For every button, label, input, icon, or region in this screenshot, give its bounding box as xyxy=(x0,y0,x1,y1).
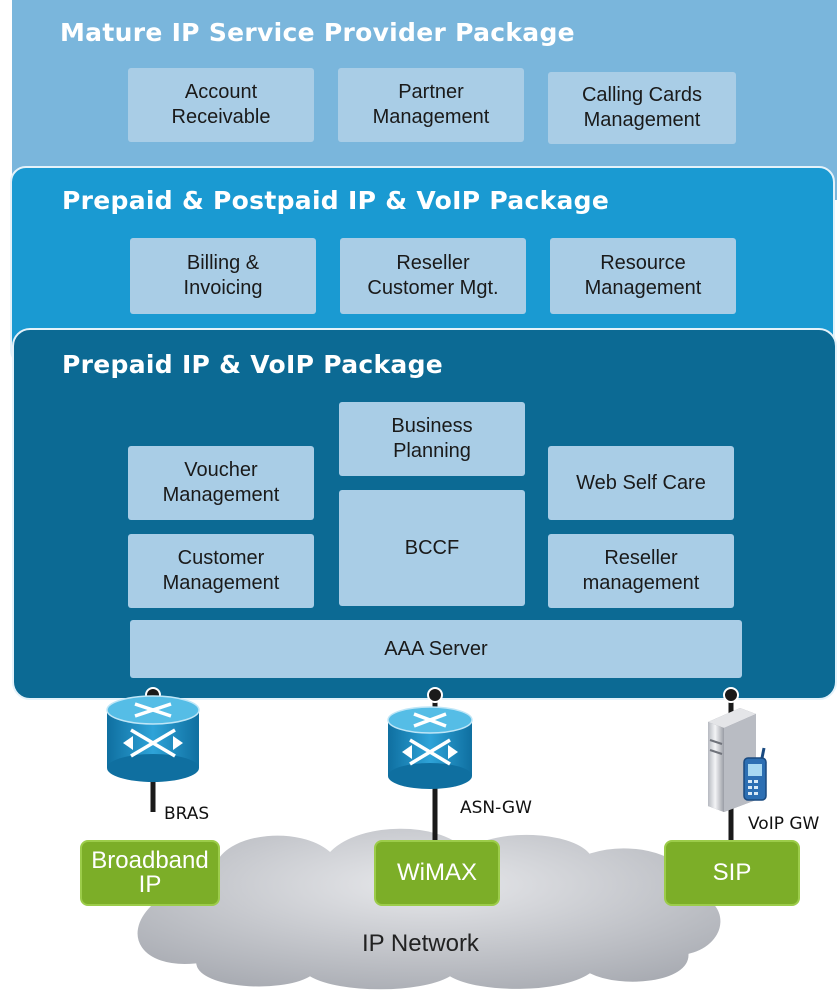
customer-management-module: Customer Management xyxy=(128,534,314,608)
sip-box: SIP xyxy=(664,840,800,906)
reseller-management-module: Reseller management xyxy=(548,534,734,608)
resource-management-module: Resource Management xyxy=(550,238,736,314)
mature-package-title: Mature IP Service Provider Package xyxy=(60,18,575,47)
aaa-server-module: AAA Server xyxy=(130,620,742,678)
postpaid-package-title: Prepaid & Postpaid IP & VoIP Package xyxy=(62,186,610,215)
broadband-ip-box: Broadband IP xyxy=(80,840,220,906)
server-phone-icon xyxy=(708,708,767,812)
prepaid-package-layer: Prepaid IP & VoIP Package Voucher Manage… xyxy=(12,328,837,700)
reseller-customer-module: Reseller Customer Mgt. xyxy=(340,238,526,314)
connection-lines xyxy=(150,692,734,845)
prepaid-package-title: Prepaid IP & VoIP Package xyxy=(62,350,444,379)
voip-gw-label: VoIP GW xyxy=(748,814,820,834)
asn-gw-label: ASN-GW xyxy=(460,798,532,818)
bccf-module: BCCF xyxy=(339,490,525,606)
business-planning-module: Business Planning xyxy=(339,402,525,476)
calling-cards-module: Calling Cards Management xyxy=(548,72,736,144)
router-icon xyxy=(106,695,200,782)
account-receivable-module: Account Receivable xyxy=(128,68,314,142)
voucher-management-module: Voucher Management xyxy=(128,446,314,520)
wimax-box: WiMAX xyxy=(374,840,500,906)
web-self-care-module: Web Self Care xyxy=(548,446,734,520)
ip-network-label: IP Network xyxy=(362,930,479,957)
partner-management-module: Partner Management xyxy=(338,68,524,142)
bras-label: BRAS xyxy=(164,804,210,824)
billing-invoicing-module: Billing & Invoicing xyxy=(130,238,316,314)
router-icon xyxy=(387,706,473,789)
